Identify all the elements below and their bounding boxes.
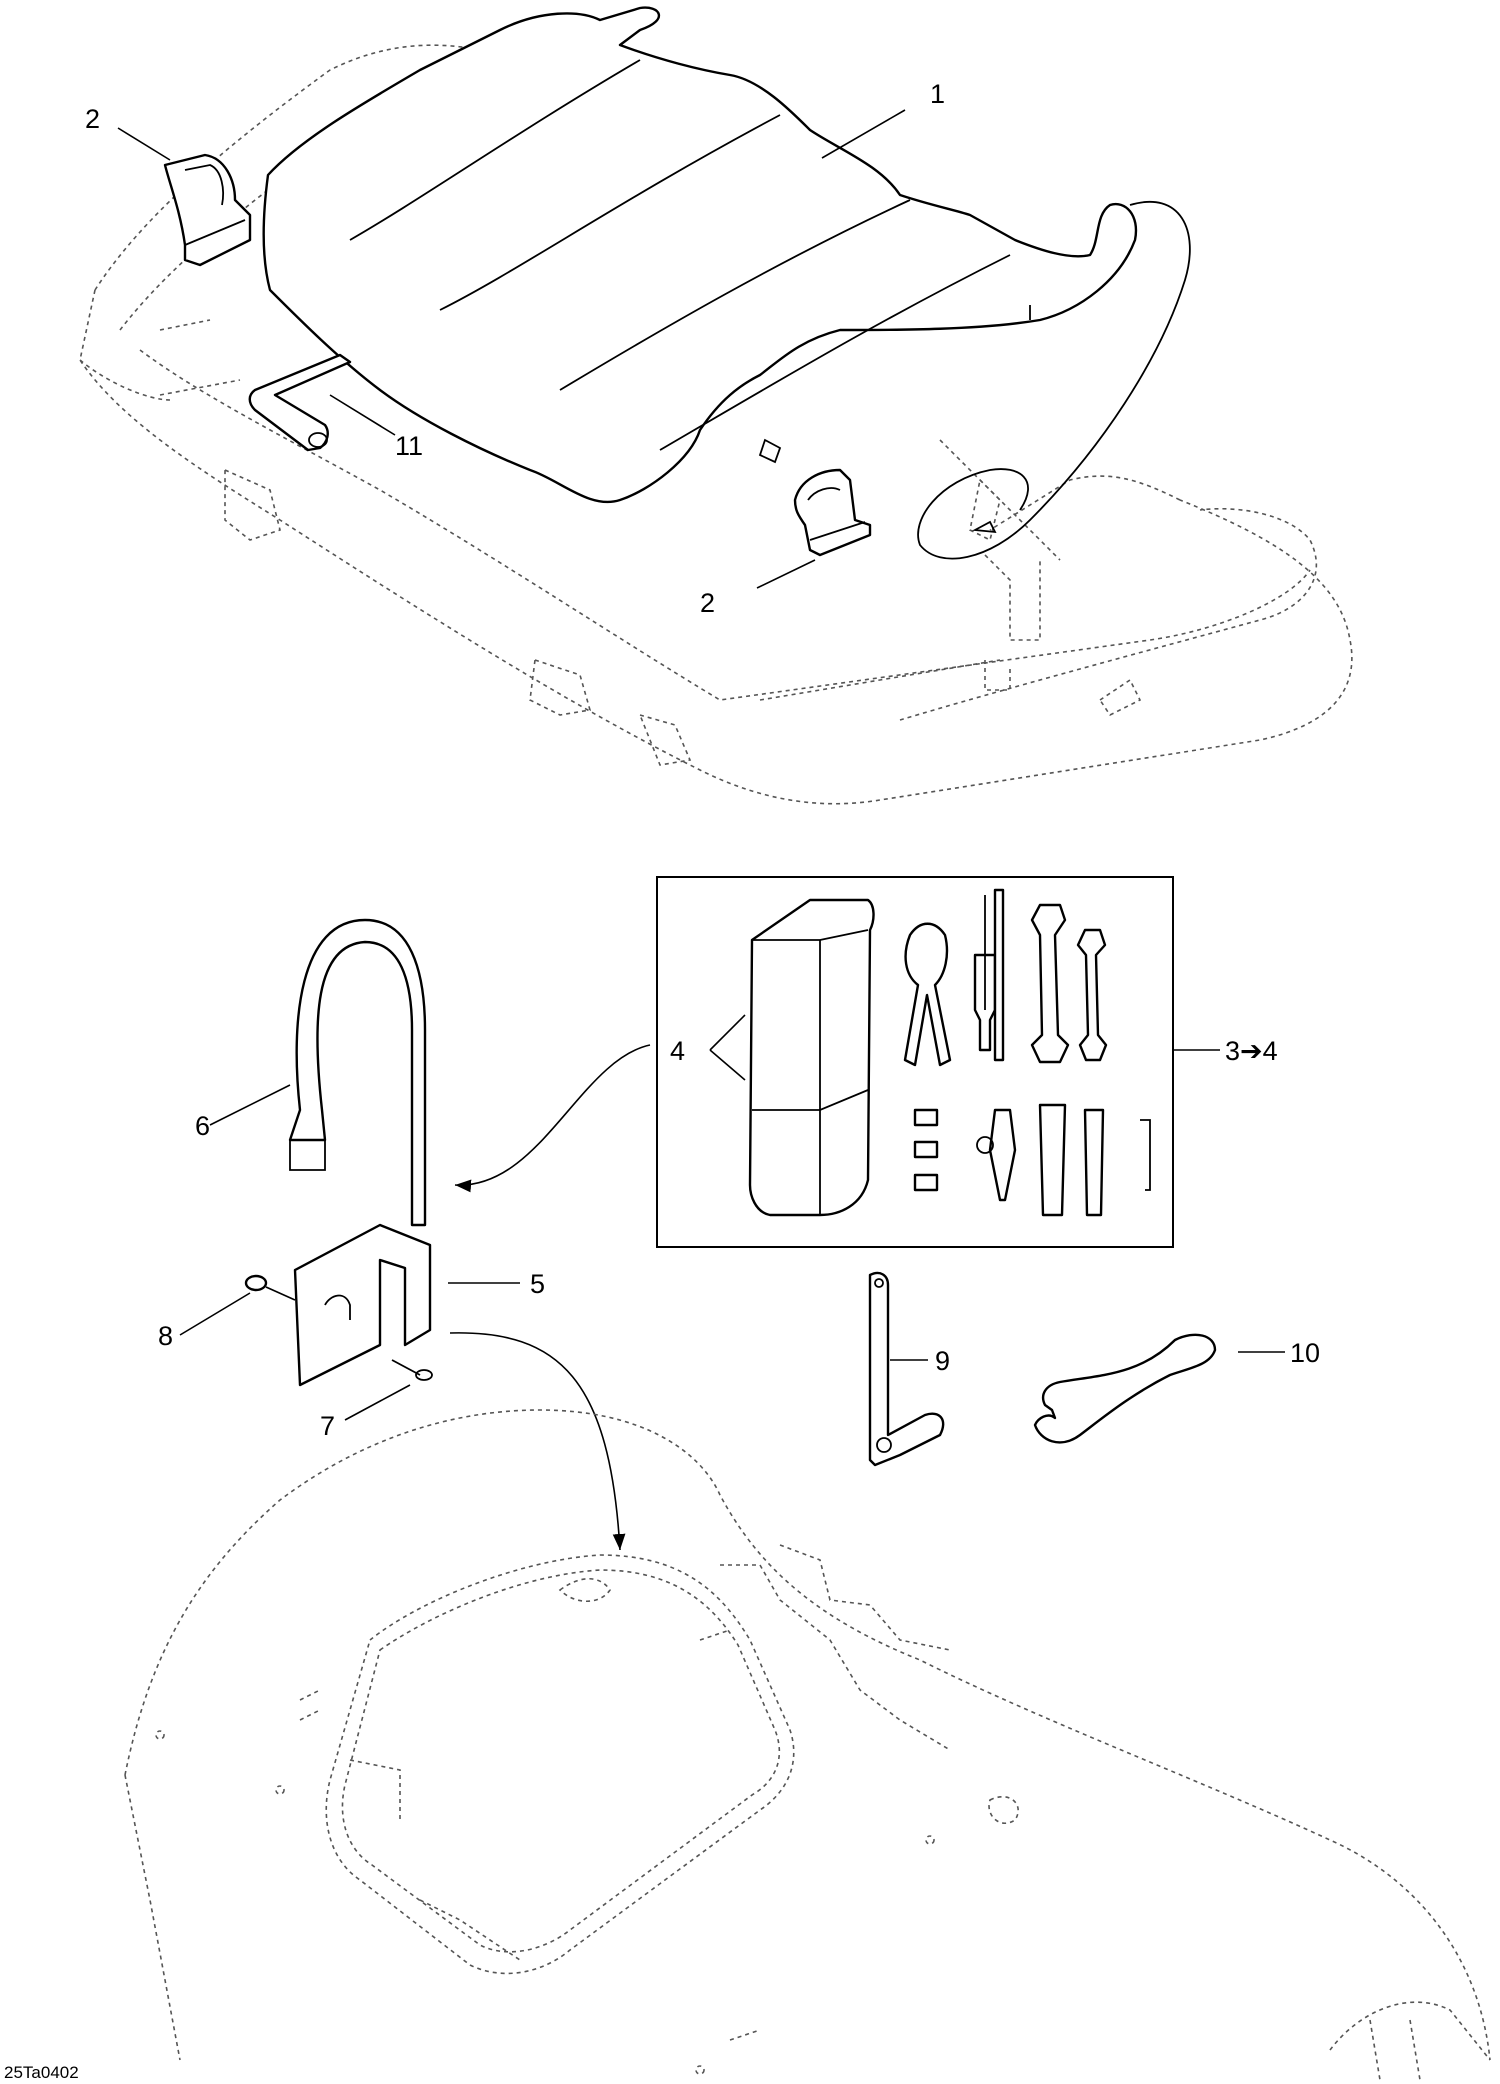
spanner-wrench [1033, 1333, 1285, 1444]
leader-lines-upper [117, 109, 906, 589]
callout-5: 5 [530, 1269, 545, 1299]
callout-10: 10 [1290, 1338, 1320, 1368]
leader-lines-holder [179, 1084, 626, 1551]
seat-cover [262, 6, 1138, 504]
callout-2-upper: 2 [85, 104, 100, 134]
callouts: 1 2 11 2 3➔4 4 6 5 8 7 9 10 25Ta0402 [4, 79, 1320, 2082]
hex-key [248, 353, 352, 452]
bracket-lower [793, 468, 872, 557]
bracket-upper-left [163, 153, 252, 267]
callout-11: 11 [395, 431, 423, 461]
seat-strap-phantom [917, 200, 1191, 560]
callout-7: 7 [320, 1411, 335, 1441]
callout-1: 1 [930, 79, 945, 109]
drawing-code: 25Ta0402 [4, 2063, 79, 2082]
callout-8: 8 [158, 1321, 173, 1351]
tool-kit-holder [244, 918, 433, 1387]
callout-3-to-4: 3➔4 [1225, 1036, 1278, 1066]
callout-6: 6 [195, 1111, 210, 1141]
support-bracket [868, 1271, 945, 1467]
callout-9: 9 [935, 1346, 950, 1376]
callout-4: 4 [670, 1036, 685, 1066]
tool-kit-box [656, 876, 1174, 1248]
leader-lines-box [454, 1014, 1220, 1193]
callout-2-lower: 2 [700, 588, 715, 618]
storage-compartment-phantom [124, 1409, 1491, 2081]
